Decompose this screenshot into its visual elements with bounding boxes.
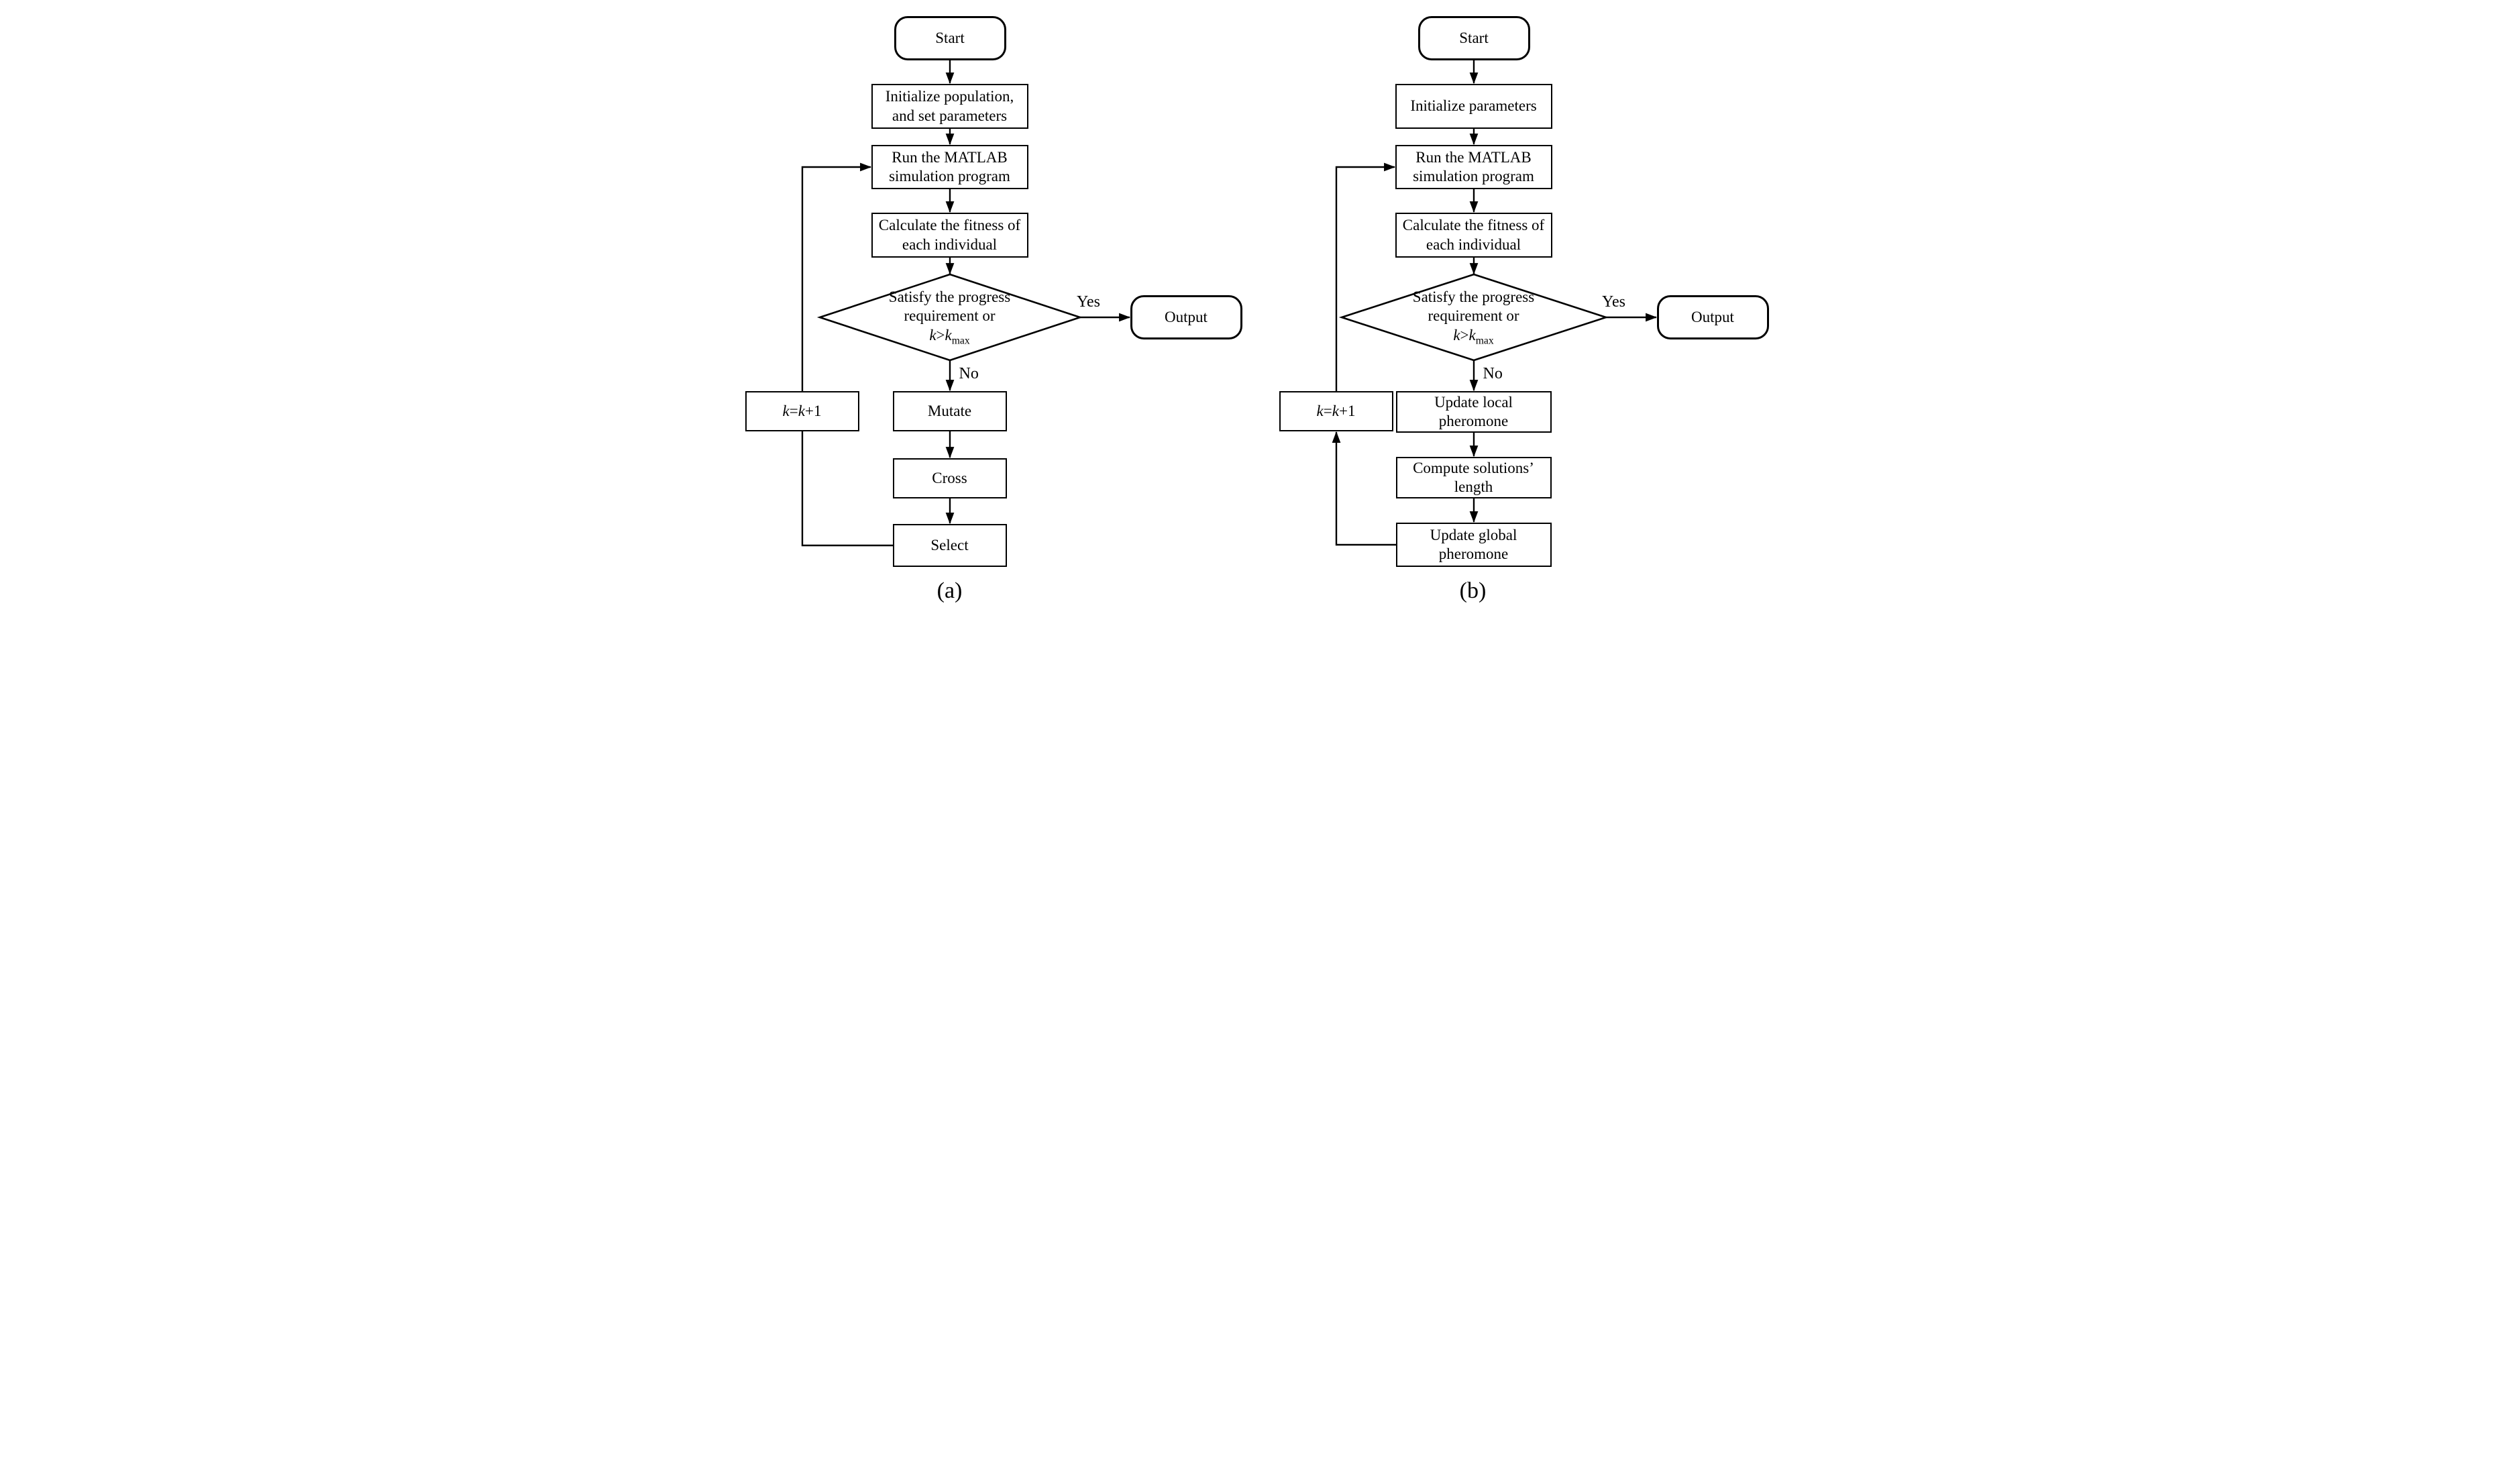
node-a-start: Start [894,16,1006,60]
node-b-start: Start [1417,16,1530,60]
edge-label-b-yes: Yes [1602,293,1625,311]
node-a-decision-line2: requirement or [904,307,996,325]
node-a-decision-kmax: k>kmax [929,326,970,347]
node-a-select-label: Select [930,536,969,553]
node-a-cross-label: Cross [932,469,967,486]
node-a-select: Select [892,524,1007,567]
flowchart-figure: Start Initialize population, and set par… [737,0,1778,614]
node-b-run-line2: simulation program [1413,168,1534,184]
caption-a: (a) [937,578,963,603]
node-a-initialize-line1: Initialize population, [885,88,1014,105]
arrow-a-kbox-to-run [801,162,871,391]
node-b-compute-length-line1: Compute solutions’ [1413,459,1534,476]
arrow-b-kbox-to-run [1335,162,1395,391]
node-b-calc-line1: Calculate the fitness of [1402,217,1545,234]
node-a-run-line1: Run the MATLAB [892,148,1008,166]
node-b-initialize-label: Initialize parameters [1410,97,1537,115]
node-b-compute-length-line2: length [1454,478,1493,495]
node-b-initialize: Initialize parameters [1395,84,1552,129]
decision-diamond-b [1338,273,1609,362]
line-a-select-to-kbox [801,431,893,547]
node-a-run-line2: simulation program [889,168,1010,184]
node-a-calc-fitness: Calculate the fitness of each individual [871,213,1028,258]
node-a-initialize-line2: and set parameters [892,107,1008,124]
node-a-cross: Cross [892,458,1007,498]
connector-layer [801,60,1657,547]
node-b-update-global-line2: pheromone [1438,545,1509,562]
node-a-decision: Satisfy the progress requirement or k>km… [863,279,1037,356]
edge-label-a-no: No [959,365,979,382]
node-b-update-local-line1: Update local [1434,393,1513,411]
edge-label-b-no: No [1483,365,1503,382]
node-b-update-global-line1: Update global [1430,526,1517,543]
node-b-update-global: Update global pheromone [1395,523,1552,567]
node-a-initialize: Initialize population, and set parameter… [871,84,1028,129]
node-b-calc-fitness: Calculate the fitness of each individual [1395,213,1552,258]
node-a-output: Output [1130,295,1242,339]
node-a-calc-line2: each individual [902,235,998,253]
node-b-k-increment: k=k+1 [1279,391,1393,431]
node-b-output-label: Output [1691,308,1734,325]
node-a-output-label: Output [1165,308,1208,325]
edge-label-a-yes: Yes [1077,293,1100,311]
node-b-calc-line2: each individual [1426,235,1521,253]
node-b-decision-line2: requirement or [1428,307,1519,325]
node-a-calc-line1: Calculate the fitness of [878,217,1021,234]
node-b-decision-line1: Satisfy the progress [1412,288,1535,305]
node-b-decision: Satisfy the progress requirement or k>km… [1387,279,1561,356]
node-a-k-increment: k=k+1 [745,391,859,431]
node-a-start-label: Start [935,29,965,46]
node-b-compute-length: Compute solutions’ length [1395,457,1552,498]
node-b-run-matlab: Run the MATLAB simulation program [1395,145,1552,189]
node-a-mutate-label: Mutate [927,402,972,419]
node-a-decision-line1: Satisfy the progress [888,288,1011,305]
arrow-b-global-to-kbox [1332,431,1396,546]
node-a-mutate: Mutate [892,391,1007,431]
node-b-run-line1: Run the MATLAB [1415,148,1532,166]
node-b-k-increment-label: k=k+1 [1316,402,1356,419]
node-b-update-local: Update local pheromone [1395,391,1552,433]
node-b-update-local-line2: pheromone [1438,413,1509,429]
node-a-run-matlab: Run the MATLAB simulation program [871,145,1028,189]
node-b-decision-kmax: k>kmax [1453,326,1494,347]
caption-b: (b) [1459,578,1487,603]
node-b-output: Output [1656,295,1769,339]
node-b-start-label: Start [1459,29,1489,46]
node-a-k-increment-label: k=k+1 [782,402,822,419]
decision-diamond-a [816,273,1083,362]
